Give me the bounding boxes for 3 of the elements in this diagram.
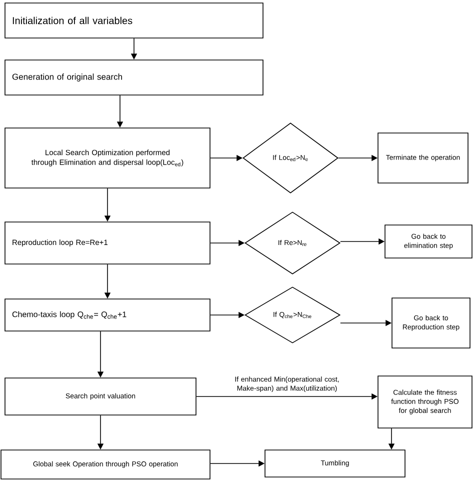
process-box: Generation of original search [4,60,264,96]
process-box: Chemo-taxis loop Q$_{che}$= Q$_{che}$+1 [4,298,210,332]
process-box: Initialization of all variables [4,2,264,38]
